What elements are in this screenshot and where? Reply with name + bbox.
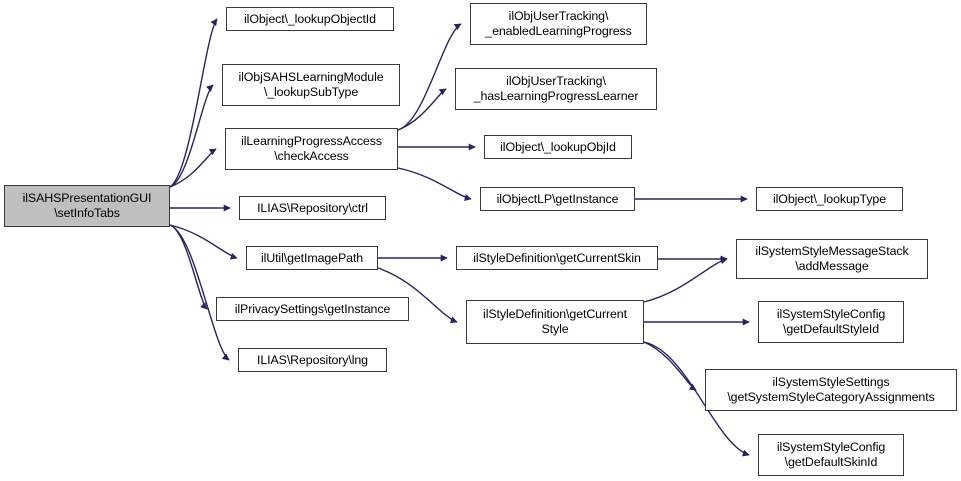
graph-node-label: ilObject\_lookupObjId bbox=[500, 139, 616, 154]
graph-edge-root-to-repoLng bbox=[169, 224, 230, 361]
graph-node-label: ilSystemStyleSettings \getSystemStyleCat… bbox=[727, 375, 935, 404]
graph-node-hasLPLearner[interactable]: ilObjUserTracking\ _hasLearningProgressL… bbox=[455, 68, 657, 110]
graph-edge-root-to-privacySettings bbox=[169, 224, 208, 310]
graph-node-categoryAssign[interactable]: ilSystemStyleSettings \getSystemStyleCat… bbox=[705, 369, 957, 411]
graph-node-label: ilObjUserTracking\ _enabledLearningProgr… bbox=[485, 9, 632, 38]
graph-edge-getCurrentStyle-to-categoryAssign bbox=[643, 341, 697, 391]
graph-node-addMessage[interactable]: ilSystemStyleMessageStack \addMessage bbox=[736, 239, 928, 279]
graph-edge-checkAccess-to-objectLP bbox=[397, 167, 472, 201]
graph-node-label: ilObjSAHSLearningModule \_lookupSubType bbox=[238, 70, 384, 99]
graph-node-label: ILIAS\Repository\lng bbox=[257, 352, 368, 367]
graph-edge-checkAccess-to-hasLPLearner bbox=[397, 88, 447, 131]
graph-node-repoLng[interactable]: ILIAS\Repository\lng bbox=[238, 348, 387, 372]
graph-node-defaultSkinId[interactable]: ilSystemStyleConfig \getDefaultSkinId bbox=[758, 434, 904, 476]
graph-edge-root-to-checkAccess bbox=[169, 148, 217, 188]
graph-node-checkAccess[interactable]: ilLearningProgressAccess \checkAccess bbox=[225, 128, 398, 170]
graph-node-privacySettings[interactable]: ilPrivacySettings\getInstance bbox=[216, 297, 409, 321]
graph-node-label: ilSAHSPresentationGUI \setInfoTabs bbox=[22, 191, 152, 220]
graph-node-label: ilPrivacySettings\getInstance bbox=[234, 301, 391, 316]
graph-node-getCurrentSkin[interactable]: ilStyleDefinition\getCurrentSkin bbox=[456, 246, 658, 270]
graph-node-root[interactable]: ilSAHSPresentationGUI \setInfoTabs bbox=[4, 185, 170, 227]
graph-node-lookupObjectId[interactable]: ilObject\_lookupObjectId bbox=[226, 7, 394, 31]
graph-node-lookupSubType[interactable]: ilObjSAHSLearningModule \_lookupSubType bbox=[222, 64, 400, 106]
graph-node-label: ilStyleDefinition\getCurrentSkin bbox=[473, 250, 641, 265]
graph-node-label: ilSystemStyleConfig \getDefaultSkinId bbox=[776, 440, 886, 469]
graph-node-objectLP[interactable]: ilObjectLP\getInstance bbox=[480, 187, 635, 211]
graph-node-enabledLP[interactable]: ilObjUserTracking\ _enabledLearningProgr… bbox=[470, 3, 647, 45]
graph-node-getCurrentStyle[interactable]: ilStyleDefinition\getCurrent Style bbox=[466, 300, 644, 344]
graph-edge-root-to-lookupObjectId bbox=[169, 18, 218, 188]
graph-edge-root-to-getImagePath bbox=[169, 224, 238, 260]
graph-node-label: ilObjUserTracking\ _hasLearningProgressL… bbox=[473, 74, 639, 103]
graph-node-label: ilObjectLP\getInstance bbox=[496, 191, 619, 206]
graph-node-label: ilObject\_lookupType bbox=[772, 191, 887, 206]
graph-edge-root-to-lookupSubType bbox=[169, 84, 214, 188]
graph-node-label: ilObject\_lookupObjectId bbox=[244, 11, 376, 26]
graph-node-label: ilUtil\getImagePath bbox=[260, 250, 364, 265]
graph-node-label: ilStyleDefinition\getCurrent Style bbox=[483, 307, 627, 336]
graph-node-label: ilSystemStyleConfig \getDefaultStyleId bbox=[776, 307, 886, 336]
graph-node-label: ilSystemStyleMessageStack \addMessage bbox=[755, 244, 909, 273]
graph-node-label: ILIAS\Repository\ctrl bbox=[257, 200, 368, 215]
graph-node-label: ilLearningProgressAccess \checkAccess bbox=[241, 134, 382, 163]
graph-edge-checkAccess-to-enabledLP bbox=[397, 23, 462, 131]
graph-node-lookupObjId[interactable]: ilObject\_lookupObjId bbox=[484, 135, 632, 159]
graph-node-getImagePath[interactable]: ilUtil\getImagePath bbox=[246, 246, 378, 270]
graph-node-defaultStyleId[interactable]: ilSystemStyleConfig \getDefaultStyleId bbox=[758, 301, 904, 343]
graph-node-repoCtrl[interactable]: ILIAS\Repository\ctrl bbox=[239, 196, 386, 220]
graph-node-lookupType[interactable]: ilObject\_lookupType bbox=[756, 187, 903, 211]
